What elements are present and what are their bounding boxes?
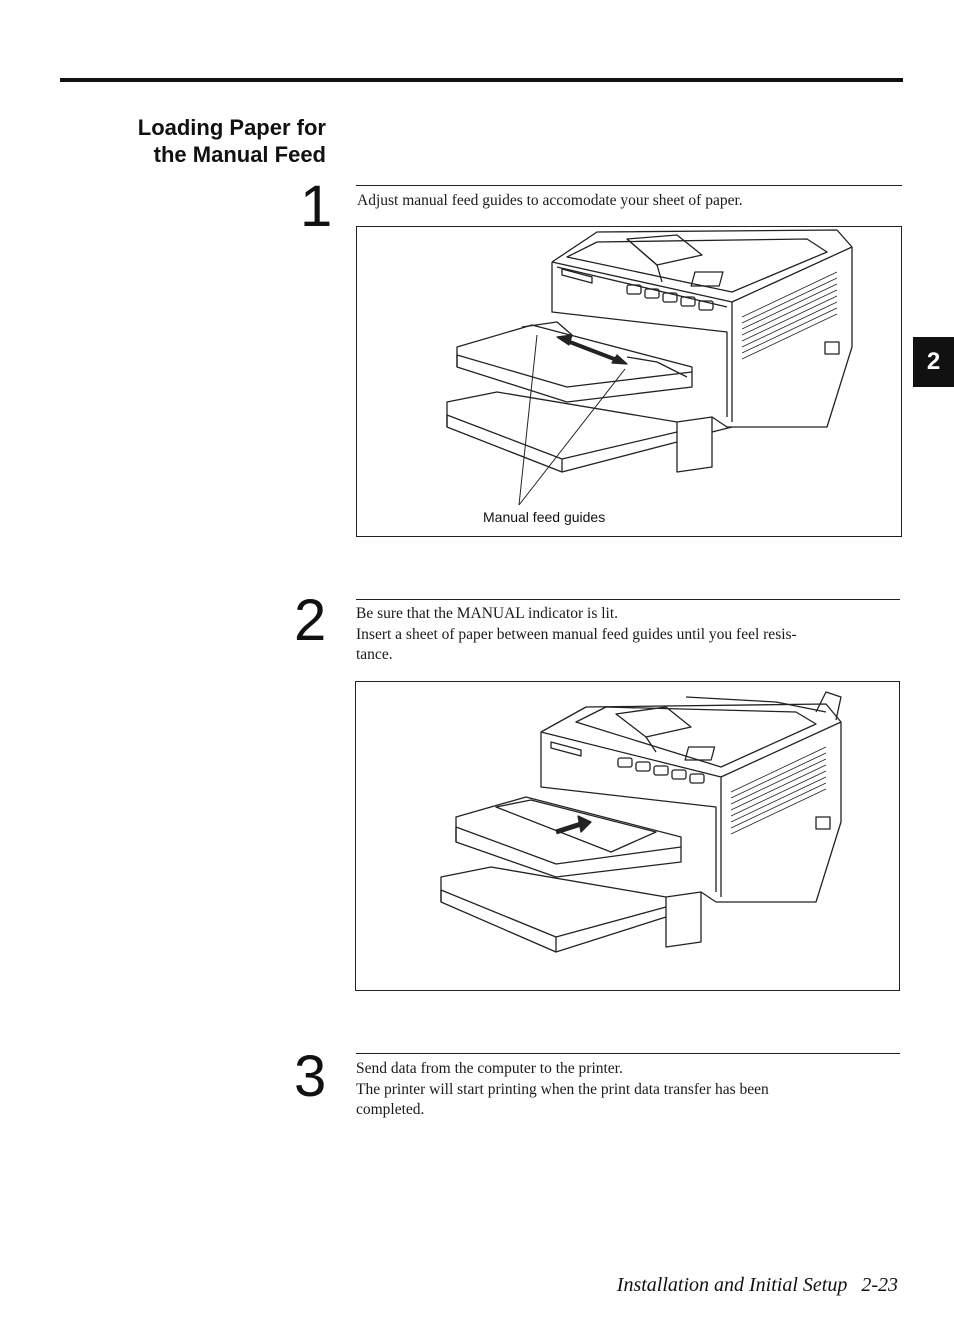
step-1-line1: Adjust manual feed guides to accomodate … [357, 192, 743, 209]
step-2-line1: Be sure that the MANUAL indicator is lit… [356, 605, 619, 622]
footer-section: Installation and Initial Setup [616, 1274, 848, 1296]
step-1-rule [356, 185, 902, 186]
section-title-line2: the Manual Feed [153, 142, 326, 167]
chapter-tab: 2 [913, 337, 954, 387]
step-3-line2: The printer will start printing when the… [356, 1080, 769, 1098]
step-3-number: 3 [294, 1044, 327, 1109]
step-3-text: Send data from the computer to the print… [356, 1059, 900, 1121]
footer-page-number: 2-23 [861, 1274, 898, 1296]
top-rule [60, 78, 903, 82]
step-3-line1: Send data from the computer to the print… [356, 1060, 623, 1077]
step-3-line3: completed. [356, 1101, 425, 1118]
step-1-number: 1 [300, 174, 333, 239]
step-2-line3: tance. [356, 646, 393, 663]
step-2-line2: Insert a sheet of paper between manual f… [356, 625, 797, 643]
step-3-rule [356, 1053, 900, 1054]
page-footer: Installation and Initial Setup 2-23 [617, 1274, 898, 1297]
manual-feed-guides-label: Manual feed guides [483, 509, 606, 525]
printer-illustration-insert-paper [440, 691, 842, 953]
printer-illustration-adjust-guides [446, 229, 853, 506]
step-1-figure: Manual feed guides [356, 226, 902, 537]
step-2-number: 2 [294, 588, 327, 653]
step-2-figure [355, 681, 900, 991]
step-2-text: Be sure that the MANUAL indicator is lit… [356, 604, 900, 666]
section-title-line1: Loading Paper for [137, 115, 326, 140]
step-2-rule [356, 599, 900, 600]
step-1-text: Adjust manual feed guides to accomodate … [357, 191, 901, 212]
section-title: Loading Paper for the Manual Feed [138, 114, 326, 168]
